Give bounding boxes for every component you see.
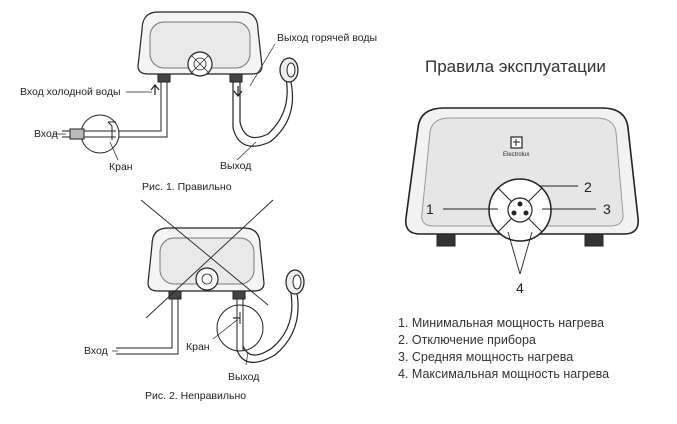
label-valve-1: Кран	[109, 161, 133, 173]
cold-connector-1	[157, 73, 171, 83]
hot-out-arrow	[233, 86, 243, 97]
figure-2	[112, 199, 305, 366]
callout-line-4a	[507, 231, 521, 275]
label-inlet-2: Вход	[84, 345, 108, 357]
cold-in-arrow	[150, 84, 160, 95]
valve-circle-2	[216, 304, 264, 352]
label-valve-2: Кран	[186, 341, 210, 353]
label-cold-water-in: Вход холодной воды	[20, 86, 121, 98]
brand-label: Electrolux	[503, 152, 530, 158]
legend-item-2: 2. Отключение прибора	[398, 333, 536, 347]
hot-connector-1	[229, 73, 243, 83]
wrong-cross-line-1	[140, 199, 269, 306]
legend: 1. Минимальная мощность нагрева 2. Отклю…	[398, 315, 609, 383]
legend-item-3: 3. Средняя мощность нагрева	[398, 350, 574, 364]
caption-figure-1: Рис. 1. Правильно	[142, 181, 232, 193]
large-device	[404, 107, 640, 275]
callout-3: 3	[603, 201, 611, 217]
label-inlet-1: Вход	[34, 128, 58, 140]
callout-1: 1	[426, 201, 434, 217]
page-title: Правила эксплуатации	[425, 57, 606, 76]
callout-4: 4	[516, 280, 524, 296]
valve-circle-1	[80, 114, 120, 154]
wrong-cross-line-2	[145, 199, 274, 319]
power-knob-2	[195, 267, 219, 291]
legend-item-1: 1. Минимальная мощность нагрева	[398, 316, 605, 330]
callout-line-4b	[519, 231, 533, 275]
left-connector	[436, 233, 456, 247]
caption-figure-2: Рис. 2. Неправильно	[145, 390, 247, 402]
label-outlet-1: Выход	[220, 160, 252, 172]
right-connector	[584, 233, 604, 247]
label-outlet-2: Выход	[228, 371, 260, 383]
figure-1	[53, 11, 299, 161]
legend-item-4: 4. Максимальная мощность нагрева	[398, 367, 610, 381]
callout-2: 2	[584, 179, 592, 195]
label-hot-water-out: Выход горячей воды	[277, 32, 378, 44]
